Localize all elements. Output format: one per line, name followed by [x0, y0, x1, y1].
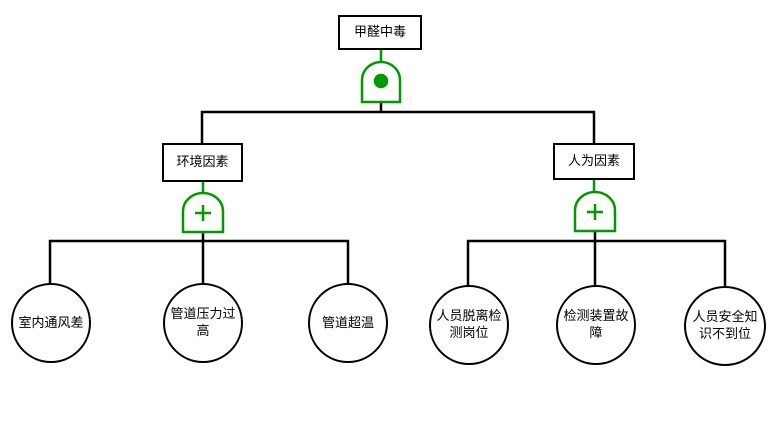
basic-event-node: 管道压力过高 [163, 283, 243, 363]
or-gate-icon-right [573, 190, 617, 233]
top-event-node: 甲醛中毒 [338, 15, 422, 50]
basic-event-node: 管道超温 [308, 283, 388, 363]
basic-event-label: 室内通风差 [18, 314, 84, 330]
top-event-label: 甲醛中毒 [353, 24, 406, 40]
basic-event-label: 人员安全知识不到位 [692, 309, 758, 341]
basic-event-label: 检测装置故障 [563, 308, 629, 340]
branch-node-human: 人为因素 [553, 143, 635, 180]
basic-event-node: 人员脱离检测岗位 [429, 285, 509, 365]
branch-label: 人为因素 [567, 153, 620, 169]
basic-event-label: 管道压力过高 [170, 306, 236, 338]
basic-event-label: 管道超温 [321, 314, 374, 330]
basic-event-node: 检测装置故障 [556, 285, 636, 365]
or-gate-icon-left [181, 191, 225, 234]
branch-node-environment: 环境因素 [162, 143, 243, 182]
basic-event-node: 人员安全知识不到位 [684, 286, 766, 366]
basic-event-node: 室内通风差 [11, 283, 91, 363]
basic-event-label: 人员脱离检测岗位 [436, 308, 502, 340]
and-gate-icon [360, 60, 402, 104]
branch-label: 环境因素 [176, 154, 229, 170]
